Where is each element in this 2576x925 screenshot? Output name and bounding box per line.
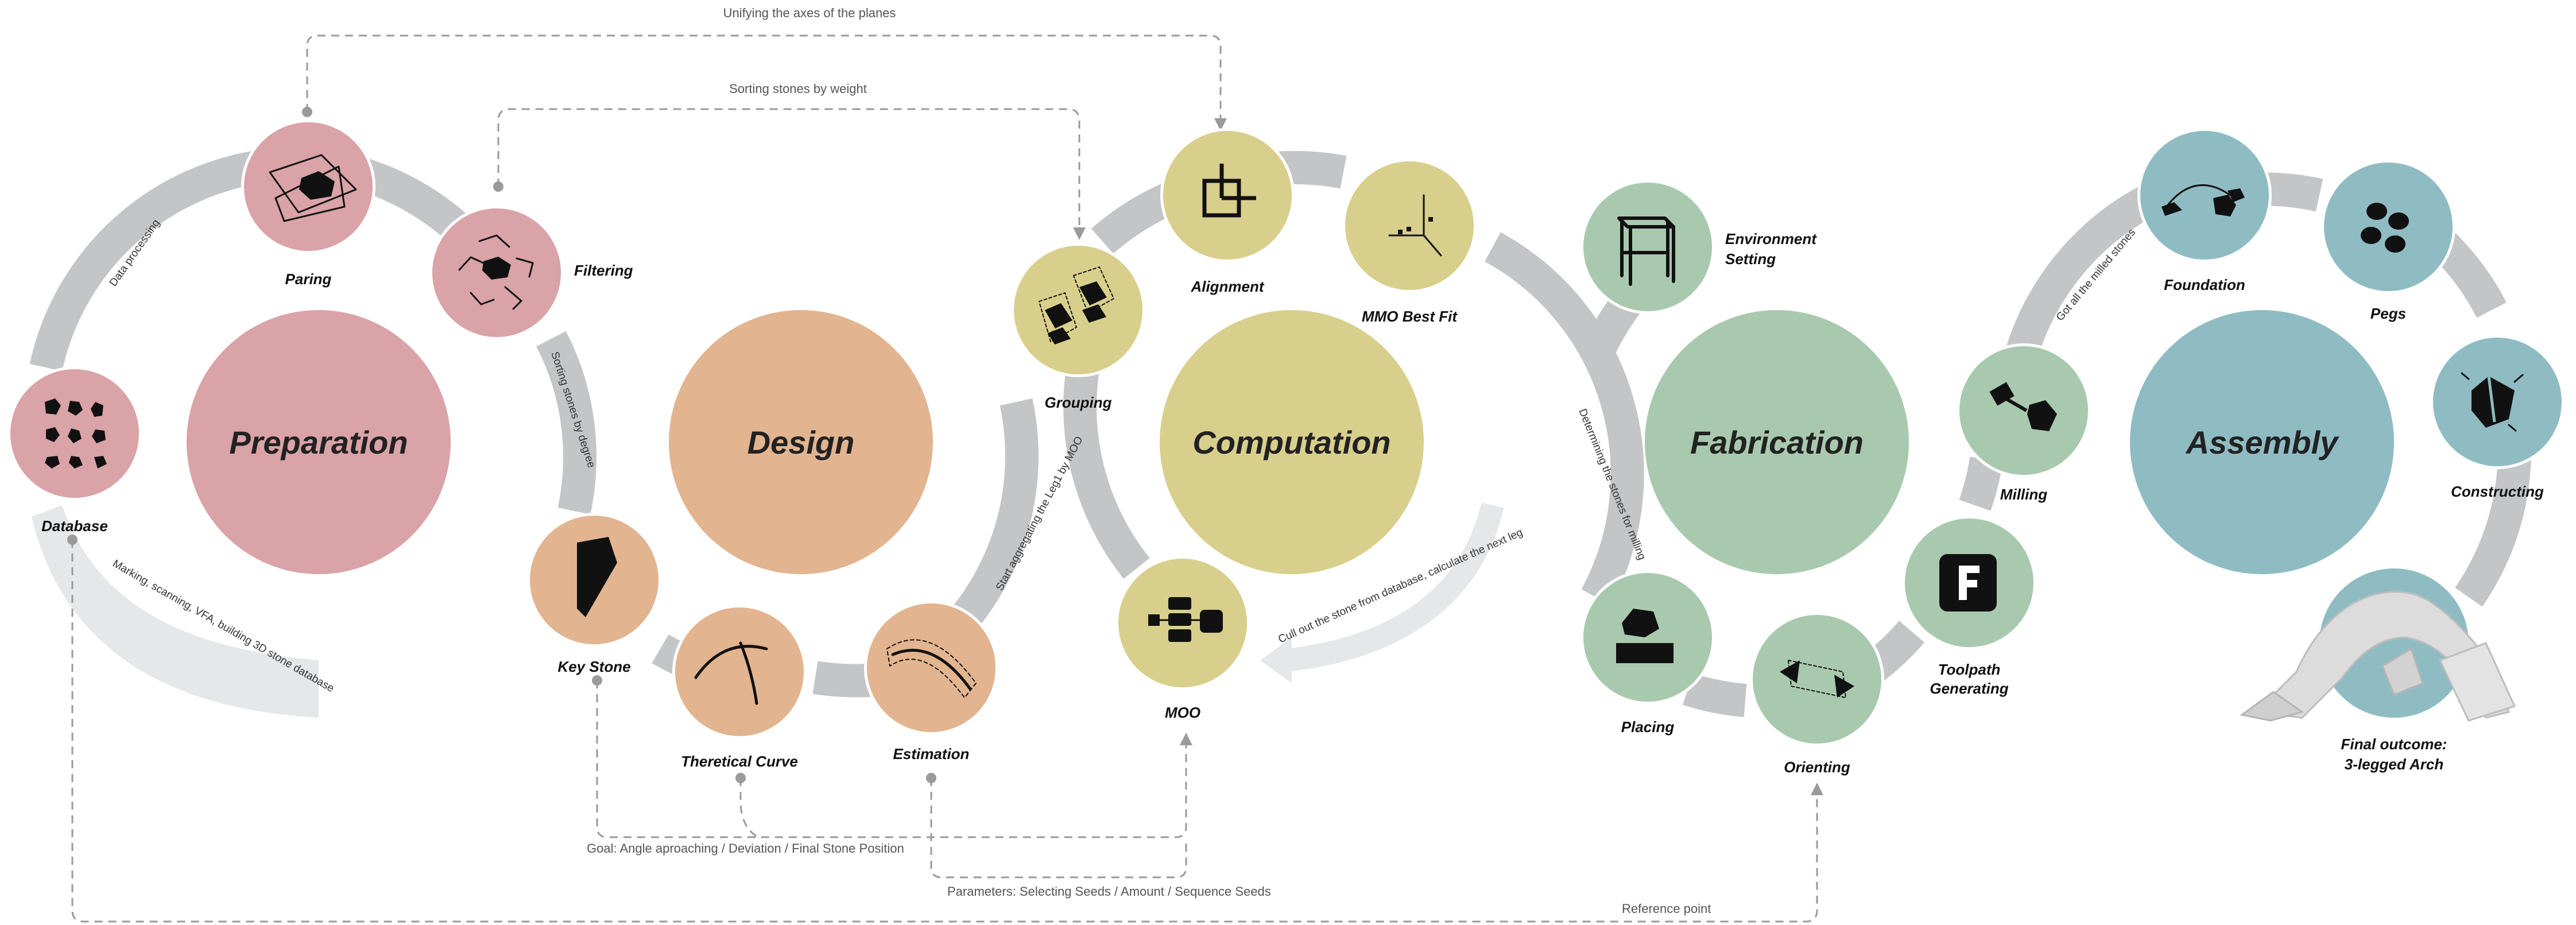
step-pegs-label: Pegs xyxy=(2370,305,2406,322)
annotation-unifying-axes: Unifying the axes of the planes xyxy=(723,6,896,20)
step-mmo-best-fit: MMO Best Fit xyxy=(1342,158,1477,325)
step-key-stone: Key Stone xyxy=(527,513,661,675)
grouping-icon xyxy=(1039,266,1114,345)
step-placing: Placing xyxy=(1581,570,1715,736)
step-final-outcome-label-1: Final outcome: xyxy=(2341,736,2447,753)
orienting-icon xyxy=(1780,660,1854,698)
filtering-icon xyxy=(458,234,534,310)
milling-icon xyxy=(1989,382,2057,431)
step-constructing: Constructing xyxy=(2430,335,2565,500)
foundation-icon xyxy=(2161,184,2245,216)
step-orienting: Orienting xyxy=(1750,612,1884,776)
f-letter-icon xyxy=(1939,554,1997,611)
stage-design: Design xyxy=(669,310,933,574)
step-estimation: Estimation xyxy=(864,601,998,763)
step-final-outcome-label-2: 3-legged Arch xyxy=(2345,756,2443,773)
step-toolpath-label-2: Generating xyxy=(1930,680,2008,697)
annotation-parameters: Parameters: Selecting Seeds / Amount / S… xyxy=(947,884,1271,899)
step-database: Database xyxy=(7,366,142,535)
pegs-icon xyxy=(2361,203,2409,253)
arch-icon xyxy=(2240,591,2516,722)
dashed-connectors xyxy=(67,34,1823,923)
placing-icon xyxy=(1616,609,1674,663)
step-paring-label: Paring xyxy=(285,270,332,288)
database-light-band xyxy=(32,505,319,718)
step-orienting-label: Orienting xyxy=(1784,758,1850,776)
step-foundation-label: Foundation xyxy=(2164,276,2245,293)
paring-icon xyxy=(269,154,357,222)
step-key-stone-label: Key Stone xyxy=(557,658,630,675)
step-environment-setting-label-1: Environment xyxy=(1725,230,1817,247)
annotation-goal: Goal: Angle aproaching / Deviation / Fin… xyxy=(587,841,904,856)
step-environment-setting: Environment Setting xyxy=(1581,180,1817,314)
stones-grid-icon xyxy=(45,398,107,469)
stage-assembly-label: Assembly xyxy=(2185,424,2339,460)
stage-fabrication: Fabrication xyxy=(1645,310,1909,574)
step-grouping: Grouping xyxy=(1011,243,1145,411)
stage-preparation: Preparation xyxy=(187,310,451,574)
frame-icon xyxy=(1617,216,1675,286)
stage-preparation-label: Preparation xyxy=(229,424,408,460)
annotation-reference-point: Reference point xyxy=(1622,901,1711,916)
cull-out-arrow xyxy=(1284,502,1504,672)
step-toolpath-generating: Toolpath Generating xyxy=(1902,516,2036,697)
constructing-icon xyxy=(2461,372,2524,432)
stage-design-label: Design xyxy=(747,424,855,460)
step-filtering: Filtering xyxy=(429,206,633,340)
step-moo: MOO xyxy=(1115,556,1250,721)
step-moo-label: MOO xyxy=(1165,704,1200,721)
step-estimation-label: Estimation xyxy=(893,745,970,763)
cull-out-arrowhead xyxy=(1260,637,1292,683)
step-milling-label: Milling xyxy=(2000,486,2047,503)
estimation-icon xyxy=(886,639,977,698)
step-environment-setting-label-2: Setting xyxy=(1725,250,1776,268)
alignment-icon xyxy=(1202,164,1256,218)
step-database-label: Database xyxy=(41,517,108,535)
stage-fabrication-label: Fabrication xyxy=(1690,424,1864,460)
step-toolpath-label-1: Toolpath xyxy=(1938,661,2001,678)
key-stone-icon xyxy=(577,537,617,617)
step-final-outcome: Final outcome: 3-legged Arch xyxy=(2240,568,2516,773)
step-pegs: Pegs xyxy=(2321,160,2455,322)
step-foundation: Foundation xyxy=(2137,128,2272,293)
step-placing-label: Placing xyxy=(1621,718,1675,736)
step-filtering-label: Filtering xyxy=(574,262,633,279)
step-grouping-label: Grouping xyxy=(1045,394,1112,411)
step-theoretical-curve-label: Theretical Curve xyxy=(681,753,798,770)
step-paring: Paring xyxy=(241,119,375,288)
step-alignment: Alignment xyxy=(1160,128,1295,295)
step-theoretical-curve: Theretical Curve xyxy=(672,605,807,770)
step-constructing-label: Constructing xyxy=(2451,483,2544,500)
flowchart-icon xyxy=(1148,597,1223,642)
stage-assembly: Assembly xyxy=(2130,310,2394,574)
stage-computation: Computation xyxy=(1160,310,1424,574)
step-milling: Milling xyxy=(1957,343,2091,503)
step-mmo-best-fit-label: MMO Best Fit xyxy=(1362,308,1458,325)
stage-computation-label: Computation xyxy=(1192,424,1390,460)
step-alignment-label: Alignment xyxy=(1190,278,1264,295)
axes-icon xyxy=(1388,194,1442,257)
annotation-sorting-by-weight: Sorting stones by weight xyxy=(729,82,867,96)
curve-icon xyxy=(694,641,768,705)
